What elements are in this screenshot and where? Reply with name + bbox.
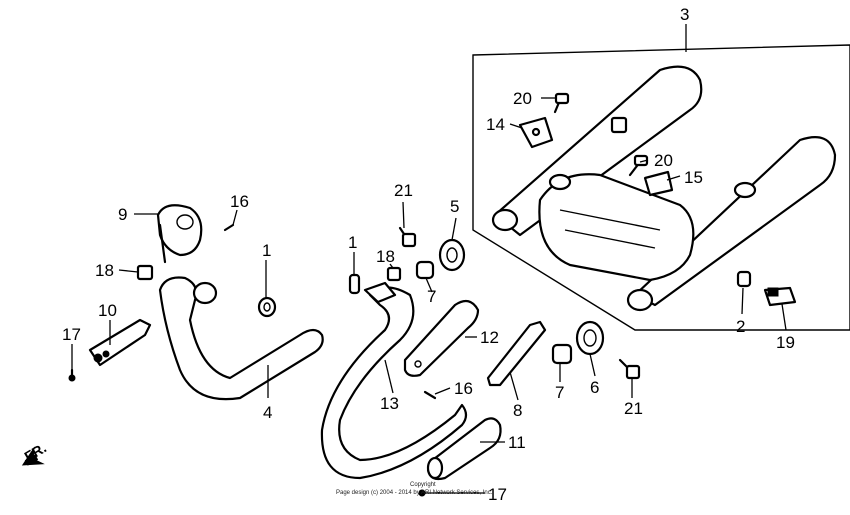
- callout-13: 13: [380, 394, 399, 413]
- part-2-rubber[interactable]: [736, 270, 752, 288]
- copyright-line-2: Page design (c) 2004 - 2014 by ARI Netwo…: [336, 490, 493, 496]
- exhaust-pipe-4[interactable]: [158, 276, 324, 401]
- bracket-15[interactable]: [643, 170, 674, 197]
- callout-21-right: 21: [624, 399, 643, 418]
- nut-on-muffler: [610, 116, 628, 134]
- heat-protector-8[interactable]: [486, 320, 547, 387]
- callout-labels: 3 20 14 20 15 2 19 6 7 21 8 11 12 13 16 …: [62, 5, 795, 504]
- nut-18-left[interactable]: [136, 264, 154, 281]
- callout-16-upper: 16: [230, 192, 249, 211]
- callout-18-left: 18: [95, 261, 114, 280]
- callout-16-lower: 16: [454, 379, 473, 398]
- callout-7-right: 7: [555, 383, 564, 402]
- collar-7-right[interactable]: [551, 343, 573, 365]
- callout-2: 2: [736, 317, 745, 336]
- callout-1-left: 1: [262, 241, 271, 260]
- bolt-21-left[interactable]: [398, 226, 417, 248]
- clamp-5[interactable]: [438, 238, 466, 272]
- callout-4: 4: [263, 403, 272, 422]
- bolt-21-right[interactable]: [618, 358, 641, 380]
- callout-7-left: 7: [427, 287, 436, 306]
- clamp-6[interactable]: [575, 320, 605, 356]
- nut-18-center[interactable]: [386, 266, 402, 282]
- callout-14: 14: [486, 115, 505, 134]
- callout-20-upper: 20: [513, 89, 532, 108]
- callout-17-bottom: 17: [488, 485, 507, 504]
- callout-18-center: 18: [376, 247, 395, 266]
- copyright-notice: Copyright Page design (c) 2004 - 2014 by…: [336, 482, 493, 496]
- leader-lines: [71, 24, 787, 494]
- copyright-line-1: Copyright: [410, 482, 436, 488]
- front-direction-indicator: FR.: [22, 439, 49, 466]
- joint-9[interactable]: [156, 204, 203, 264]
- callout-15: 15: [684, 168, 703, 187]
- callout-10: 10: [98, 301, 117, 320]
- callout-21-left: 21: [394, 181, 413, 200]
- muffler-assembly-box: [472, 44, 850, 331]
- callout-11: 11: [508, 433, 526, 452]
- part-19-clip[interactable]: [763, 286, 797, 307]
- bolt-16-upper[interactable]: [223, 223, 235, 232]
- callout-6: 6: [590, 378, 599, 397]
- callout-8: 8: [513, 401, 522, 420]
- callout-3: 3: [680, 5, 689, 24]
- callout-9: 9: [118, 205, 127, 224]
- bolt-16-lower[interactable]: [423, 390, 437, 400]
- callout-19: 19: [776, 333, 795, 352]
- callout-12: 12: [480, 328, 499, 347]
- protector-12[interactable]: [403, 299, 480, 377]
- callout-20-lower: 20: [654, 151, 673, 170]
- muffler-assembly[interactable]: [491, 65, 837, 312]
- bolt-20-upper[interactable]: [553, 92, 570, 114]
- collar-7-left[interactable]: [415, 260, 435, 280]
- exhaust-tail-11[interactable]: [426, 417, 502, 481]
- callout-17-left: 17: [62, 325, 81, 344]
- bolt-17-left[interactable]: [68, 368, 76, 382]
- gasket-1-center[interactable]: [348, 273, 361, 295]
- callout-1-center: 1: [348, 233, 357, 252]
- bracket-10[interactable]: [88, 318, 152, 367]
- callout-5: 5: [450, 197, 459, 216]
- exhaust-pipe-13[interactable]: [320, 281, 468, 480]
- bolt-20-lower[interactable]: [628, 154, 649, 177]
- bracket-14[interactable]: [518, 116, 554, 149]
- gasket-1-left[interactable]: [257, 296, 277, 318]
